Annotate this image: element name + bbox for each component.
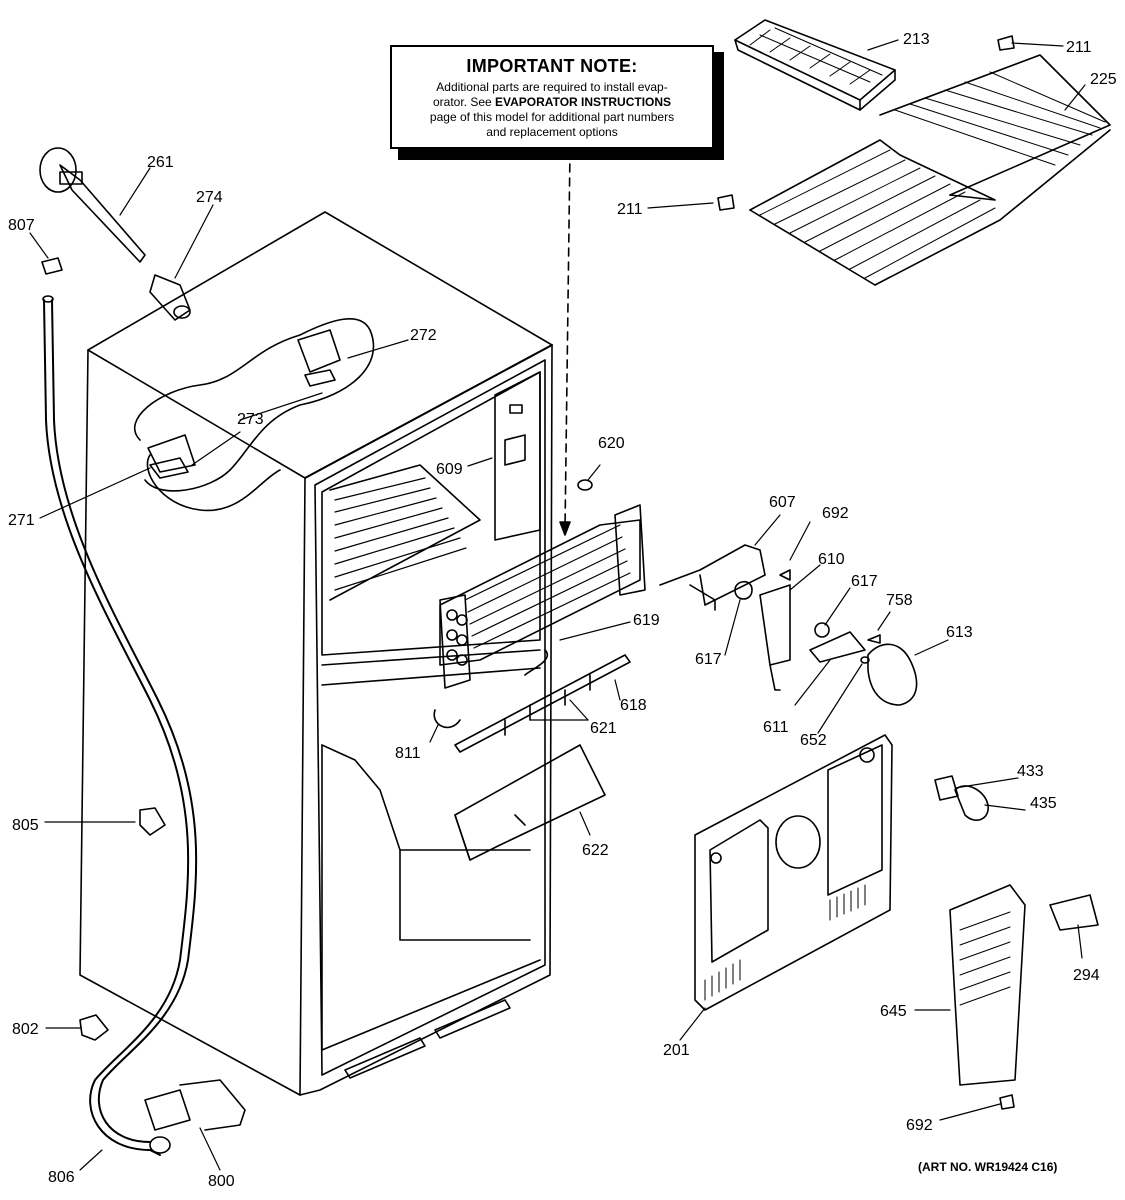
callout-811: 811 [395, 745, 421, 762]
ice-tray [734, 19, 896, 111]
callout-621: 621 [590, 720, 617, 737]
water-valve [144, 1079, 246, 1154]
drain-pan [454, 744, 606, 861]
callout-806: 806 [48, 1169, 75, 1186]
callout-652: 652 [800, 732, 827, 749]
screw-211-left [717, 194, 735, 211]
control-knob [1049, 894, 1099, 931]
control-housing [949, 884, 1026, 1086]
note-line-4: and replacement options [486, 125, 618, 139]
note-line-2-text: orator. See [432, 95, 496, 109]
screw-692-bottom [999, 1094, 1015, 1110]
note-line-2: orator. See EVAPORATOR INSTRUCTIONS [392, 95, 712, 110]
note-arrowhead [559, 521, 571, 536]
callout-613: 613 [946, 624, 973, 641]
callout-271: 271 [8, 512, 35, 529]
callout-272: 272 [410, 327, 437, 344]
callout-692-bottom: 692 [906, 1117, 933, 1134]
cabinet [79, 211, 553, 1096]
note-line-1: Additional parts are required to install… [436, 80, 668, 94]
callout-800: 800 [208, 1173, 235, 1190]
note-body: Additional parts are required to install… [392, 80, 712, 140]
callout-758: 758 [886, 592, 913, 609]
fill-tube [39, 147, 191, 321]
note-line-3: page of this model for additional part n… [429, 110, 675, 124]
callout-620: 620 [598, 435, 625, 452]
fan-assembly [659, 544, 918, 706]
callout-273: 273 [237, 411, 264, 428]
callout-211-top: 211 [1066, 39, 1092, 56]
callout-435: 435 [1030, 795, 1057, 812]
callout-607: 607 [769, 494, 796, 511]
callout-617-left: 617 [695, 651, 722, 668]
evaporator [439, 479, 646, 689]
callout-labels: 261 274 807 272 273 271 609 620 213 211 … [8, 31, 1117, 1190]
callout-807: 807 [8, 217, 35, 234]
important-note: IMPORTANT NOTE: Additional parts are req… [390, 45, 714, 149]
callout-261: 261 [147, 154, 174, 171]
callout-213: 213 [903, 31, 930, 48]
evaporator-cover [694, 734, 893, 1011]
callout-211-left: 211 [617, 201, 643, 218]
callout-692-top: 692 [822, 505, 849, 522]
leader-lines [29, 39, 1086, 1171]
callout-802: 802 [12, 1021, 39, 1038]
callout-617-right: 617 [851, 573, 878, 590]
evaporator-instructions-ref: EVAPORATOR INSTRUCTIONS [495, 95, 672, 109]
callout-610: 610 [818, 551, 845, 568]
callout-274: 274 [196, 189, 223, 206]
wire-shelf [749, 54, 1111, 286]
screw-211-top [997, 35, 1015, 51]
callout-225: 225 [1090, 71, 1117, 88]
callout-611: 611 [763, 719, 789, 736]
callout-294: 294 [1073, 967, 1100, 984]
callout-201: 201 [663, 1042, 690, 1059]
callout-622: 622 [582, 842, 609, 859]
note-pointer [564, 149, 571, 531]
water-line [41, 257, 198, 1156]
note-title: IMPORTANT NOTE: [466, 56, 638, 76]
callout-433: 433 [1017, 763, 1044, 780]
defrost-heater [433, 649, 631, 753]
light-assembly [934, 775, 989, 821]
callout-805: 805 [12, 817, 39, 834]
callout-619: 619 [633, 612, 660, 629]
callout-618: 618 [620, 697, 647, 714]
art-number: (ART NO. WR19424 C16) [918, 1160, 1058, 1174]
callout-645: 645 [880, 1003, 907, 1020]
callout-609: 609 [436, 461, 463, 478]
